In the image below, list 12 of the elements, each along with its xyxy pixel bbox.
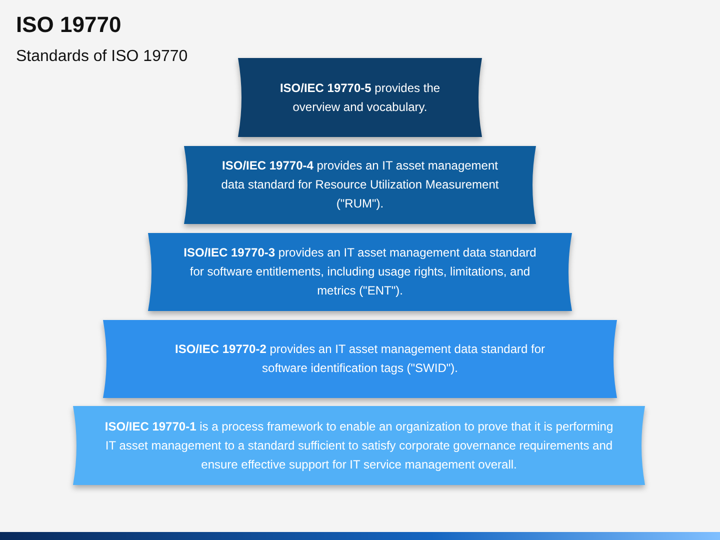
pyramid-tier xyxy=(238,58,482,137)
title: ISO 19770 xyxy=(16,12,122,38)
tier-text: ISO/IEC 19770-5 provides the overview and vocabulary. xyxy=(278,80,442,116)
pyramid-tier xyxy=(148,233,572,311)
tier-text: ISO/IEC 19770-3 provides an IT asset management data standard for software entitlements, including usage rights, limitations, and metrics ("ENT"). xyxy=(182,244,538,300)
pyramid-tier xyxy=(73,406,645,485)
subtitle: Standards of ISO 19770 xyxy=(16,48,188,66)
pyramid-tier xyxy=(103,320,617,398)
tier-text: ISO/IEC 19770-1 is a process framework to enable an organization to prove that it is performing IT asset management to a standard sufficient to satisfy corporate governance requirements and ensure effective support for IT service management overall. xyxy=(104,418,614,473)
pyramid-tier xyxy=(184,146,536,224)
tier-text: ISO/IEC 19770-4 provides an IT asset management data standard for Resource Utilization Measurement ("RUM"). xyxy=(220,158,500,212)
tier-text: ISO/IEC 19770-2 provides an IT asset management data standard for software identification tags ("SWID"). xyxy=(174,341,546,377)
